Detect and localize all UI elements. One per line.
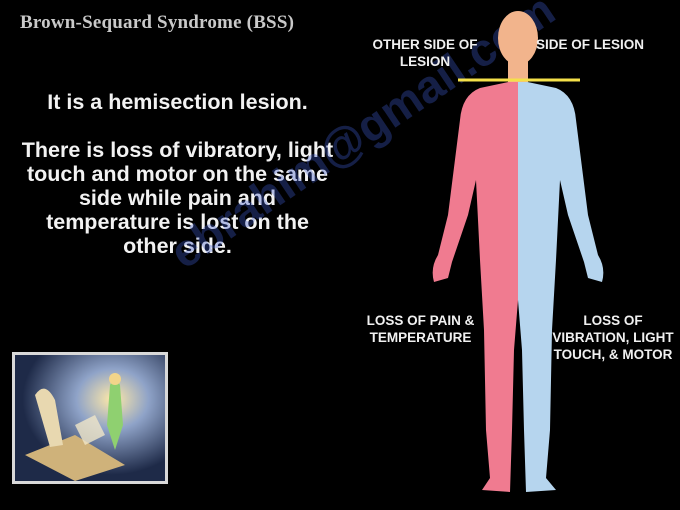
label-other-side: OTHER SIDE OF LESION (372, 37, 478, 69)
label-loss-vibration: LOSS OF VIBRATION, LIGHT TOUCH, & MOTOR (552, 313, 674, 362)
paragraph-loss-description: There is loss of vibratory, light touch … (21, 138, 334, 258)
thumbnail-illustration (15, 355, 165, 481)
paragraph-hemisection: It is a hemisection lesion. (47, 90, 308, 114)
body-figure (432, 11, 604, 492)
thumbnail-image (12, 352, 168, 484)
body-left-half (432, 80, 518, 492)
slide-title: Brown-Sequard Syndrome (BSS) (20, 12, 295, 33)
label-side-of-lesion: SIDE OF LESION (535, 37, 644, 52)
head (498, 11, 538, 65)
neck (508, 60, 528, 82)
label-loss-pain-temperature: LOSS OF PAIN & TEMPERATURE (366, 313, 475, 345)
body-right-half (518, 80, 604, 492)
body-text: It is a hemisection lesion. There is los… (20, 90, 335, 282)
